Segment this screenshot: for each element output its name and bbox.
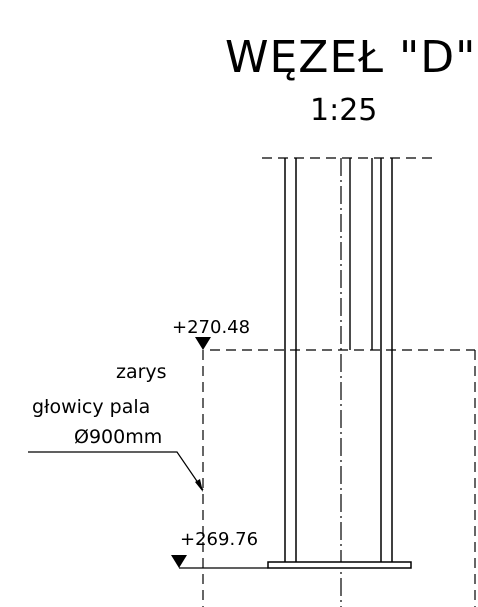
note-leader-line (28, 451, 204, 491)
detail-scale: 1:25 (310, 93, 377, 128)
note-leader-arrow-icon (195, 479, 203, 492)
elevation-bottom-marker-icon (171, 555, 187, 568)
note-line-3: Ø900mm (74, 426, 162, 448)
elevation-top-marker-icon (195, 337, 211, 350)
base-plate (267, 561, 412, 569)
note-line-2: głowicy pala (32, 396, 150, 418)
note-line-1: zarys (116, 361, 167, 383)
detail-title: WĘZEŁ "D" (225, 32, 476, 83)
elevation-bottom-label: +269.76 (180, 529, 258, 550)
elevation-top-label: +270.48 (172, 317, 250, 338)
